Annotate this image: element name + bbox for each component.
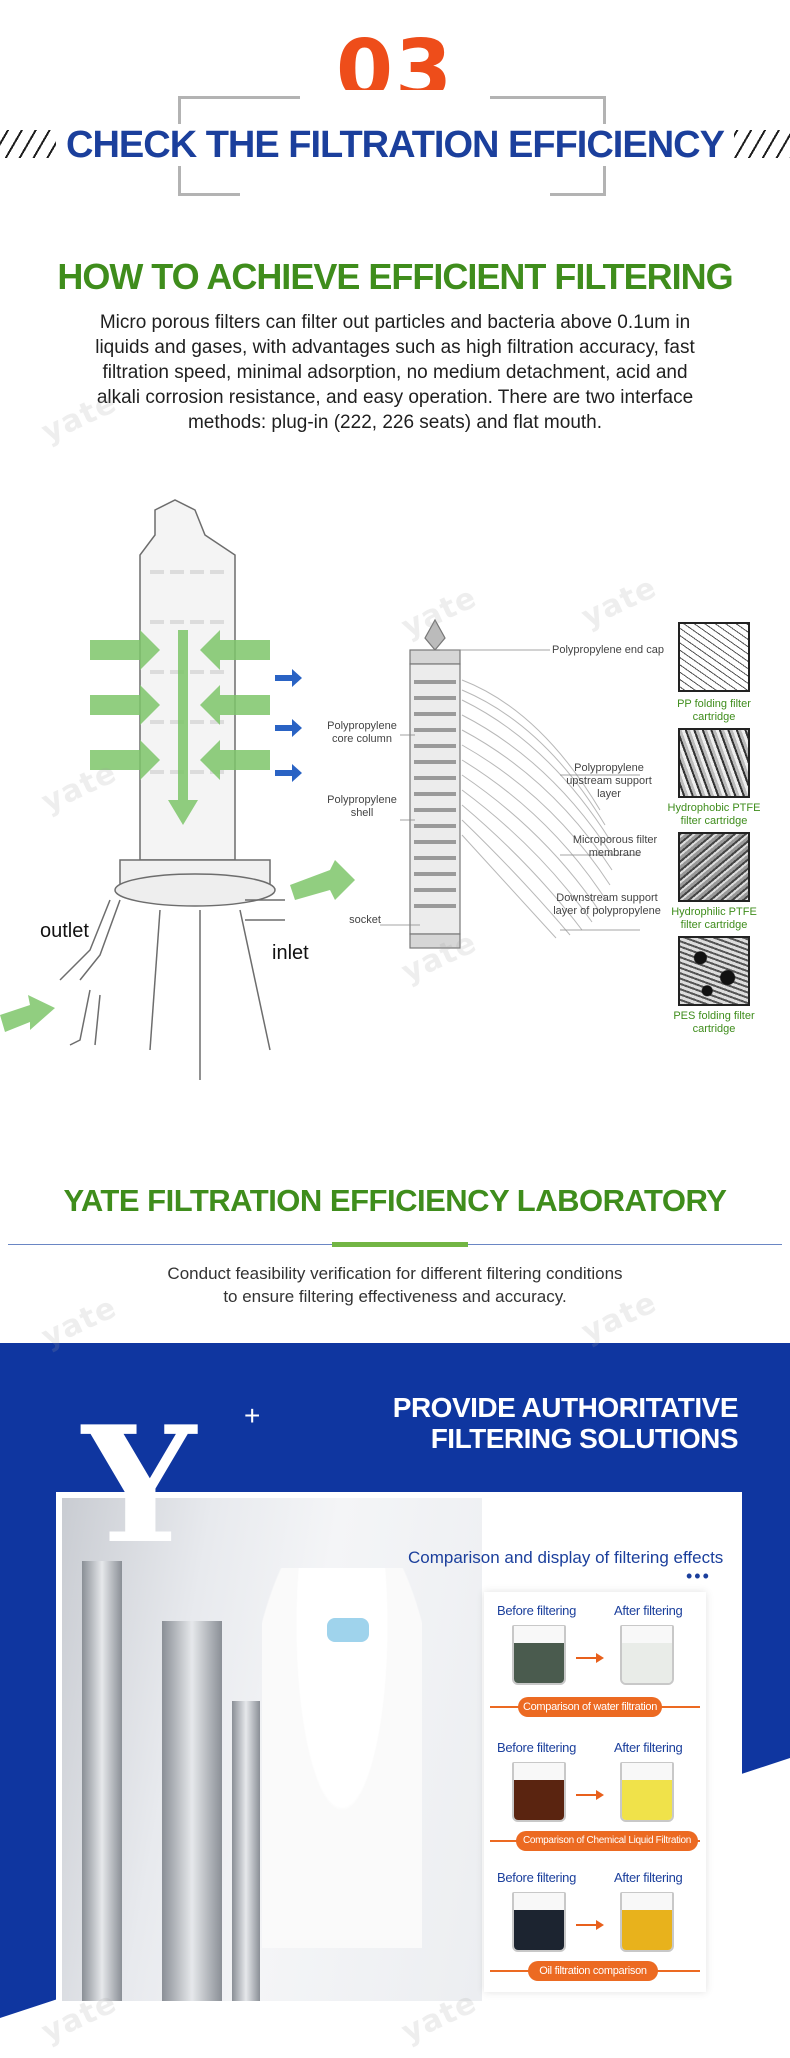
filter-illustration [0,499,640,1080]
beaker-before-oil [512,1892,566,1952]
swatch-caption: Hydrophobic PTFE filter cartridge [667,802,761,827]
comparison-caption: Comparison of water filtration [518,1697,662,1717]
beaker-before-chemical [512,1762,566,1822]
comparison-caption: Oil filtration comparison [528,1961,658,1981]
arrow-icon [576,1653,604,1663]
how-title: HOW TO ACHIEVE EFFICIENT FILTERING [57,256,733,297]
after-label: After filtering [614,1740,683,1755]
comparison-caption: Comparison of Chemical Liquid Filtration [516,1831,698,1851]
lab-title: YATE FILTRATION EFFICIENCY LABORATORY [63,1183,727,1218]
banner-title: PROVIDE AUTHORITATIVE FILTERING SOLUTION… [392,1392,739,1454]
shell-label: Polypropylene shell [327,794,397,819]
divider-accent [332,1242,468,1247]
before-label: Before filtering [497,1603,577,1618]
before-label: Before filtering [497,1740,577,1755]
swatch-caption: PP folding filter cartridge [677,698,751,723]
yate-logo: Y [82,1391,197,1579]
beaker-before-water [512,1625,566,1685]
comparison-title: Comparison and display of filtering effe… [408,1548,724,1567]
pp-filter-swatch [678,622,750,692]
filter-diagram: outlet inlet Polypropylene core column P… [0,480,790,1100]
hydrophilic-ptfe-swatch [678,832,750,902]
socket-label: socket [349,914,381,926]
comparison-dots: ••• [686,1566,711,1586]
section-header: 03 CHECK THE FILTRATION EFFICIENCY [0,0,790,210]
after-label: After filtering [614,1870,683,1885]
outlet-label: outlet [40,920,89,942]
lab-photo [62,1498,482,2001]
hydrophobic-ptfe-swatch [678,728,750,798]
section-title: CHECK THE FILTRATION EFFICIENCY [0,124,790,167]
beaker-after-oil [620,1892,674,1952]
beaker-after-water [620,1625,674,1685]
lab-description: Conduct feasibility verification for dif… [167,1264,623,1306]
end-cap-label: Polypropylene end cap [552,644,664,656]
before-label: Before filtering [497,1870,577,1885]
how-description: Micro porous filters can filter out part… [95,312,695,433]
arrow-icon [576,1920,604,1930]
core-column-label: Polypropylene core column [327,720,397,745]
swatch-caption: Hydrophilic PTFE filter cartridge [671,906,757,931]
watermark: yate [36,385,123,450]
inlet-label: inlet [272,942,309,964]
logo-plus: + [244,1400,261,1431]
upstream-label: Polypropylene upstream support layer [566,762,652,800]
after-label: After filtering [614,1603,683,1618]
membrane-label: Microporous filter membrane [572,834,658,859]
beaker-after-chemical [620,1762,674,1822]
pes-filter-swatch [678,936,750,1006]
downstream-label: Downstream support layer of polypropylen… [553,892,661,917]
arrow-icon [576,1790,604,1800]
swatch-caption: PES folding filter cartridge [673,1010,755,1035]
